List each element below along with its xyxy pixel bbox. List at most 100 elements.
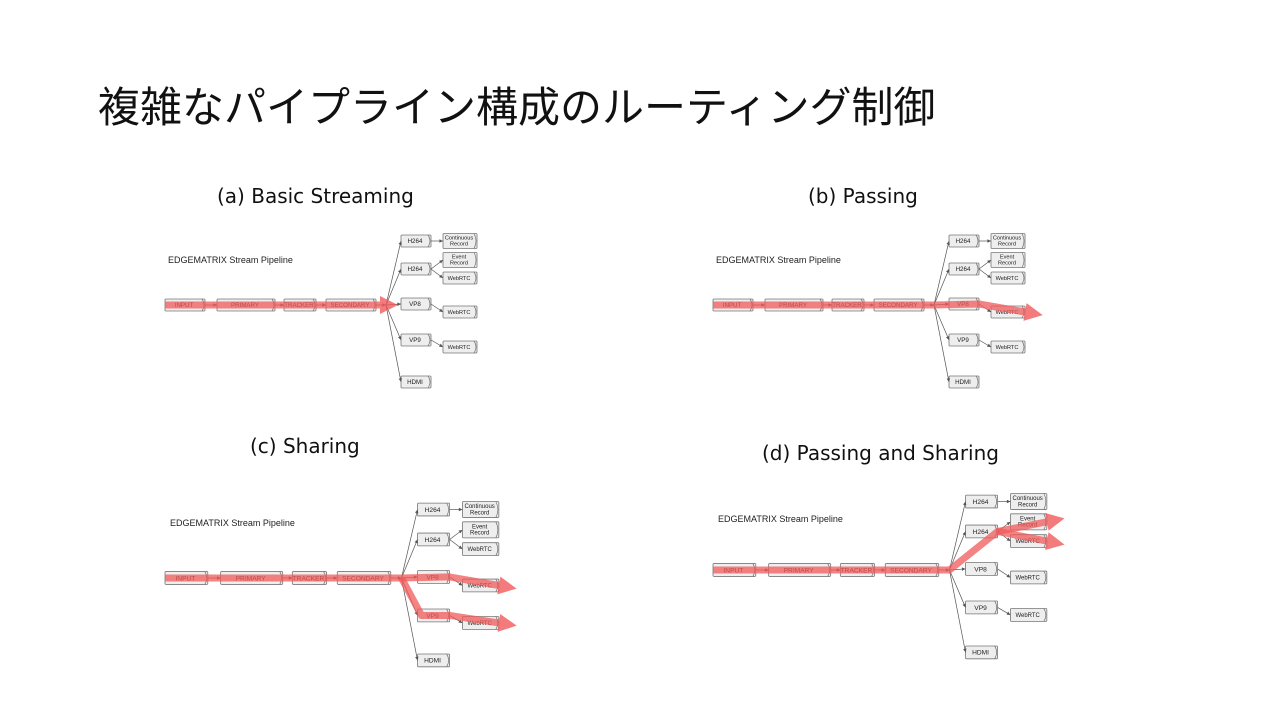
panel-d-edge-hub-vp9-node	[949, 569, 966, 608]
panel-a-continuous-record-node-label-2: Record	[450, 241, 468, 247]
panel-d-vp8-node: VP8	[965, 562, 999, 576]
panel-c-edge-vp9-node-webrtc-node-3-head	[458, 619, 463, 623]
panel-c-continuous-record-node-label-2: Record	[470, 510, 489, 516]
panel-d-edge-vp9-node-webrtc-node-3-head	[1006, 611, 1011, 615]
panel-a-edge-hub-h264-node-1-head	[398, 241, 402, 245]
panel-b-caption: (b) Passing	[808, 184, 918, 208]
panel-b-edge-hub-vp9-node	[933, 304, 950, 341]
panel-d-edge-hub-h264-node-1-head	[963, 501, 967, 506]
panel-d-edge-hub-vp9-node-head	[962, 603, 966, 608]
panel-c-edge-hub-h264-node-2	[401, 539, 418, 579]
panel-a-webrtc-node-1: WebRTC	[442, 271, 478, 285]
panel-c-webrtc-node-1-label: WebRTC	[467, 547, 492, 553]
panel-d-hdmi-node-label: HDMI	[972, 650, 989, 657]
panel-b-highlight-path-arrowhead	[1023, 303, 1043, 321]
panel-d-edge-h264-node-2-webrtc-node-1-head	[1006, 537, 1011, 542]
panel-a-edge-vp8-node-webrtc-node-2-head	[439, 308, 443, 312]
panel-b-pipeline-label: EDGEMATRIX Stream Pipeline	[716, 255, 841, 265]
panel-c-pipeline-label: EDGEMATRIX Stream Pipeline	[170, 518, 295, 528]
panel-d-edge-hub-hdmi-node	[949, 569, 966, 653]
panel-a-vp8-node-label: VP8	[409, 301, 421, 308]
panel-d-vp8-node-label: VP8	[974, 566, 987, 573]
panel-b-edge-hub-h264-node-1-head	[946, 241, 950, 245]
panel-a-event-record-node-label-1: Event	[452, 255, 467, 261]
panel-d-edge-hub-h264-node-2-head	[962, 531, 966, 536]
panel-b-edge-hub-h264-node-2	[933, 268, 950, 306]
panel-a-edge-hub-vp9-node	[385, 304, 402, 341]
panel-a-edge-h264-node-2-webrtc-node-1-head	[439, 274, 443, 278]
panel-c-highlight-path-vp8-arrowhead	[497, 576, 517, 595]
panel-b-edge-hub-hdmi-node	[933, 304, 950, 383]
panel-c-edge-hub-hdmi-node-head	[415, 656, 419, 661]
panel-b-edge-hub-hdmi-node-head	[946, 378, 951, 382]
panel-b-highlight-path	[713, 300, 1026, 316]
panel-a-event-record-node-label-2: Record	[450, 260, 468, 266]
panel-b-vp9-node-label: VP9	[957, 337, 969, 344]
panel-d-edge-hub-hdmi-node-head	[963, 648, 967, 653]
panel-c-highlight-path-vp9	[398, 576, 500, 627]
panel-c-continuous-record-node-label-1: Continuous	[465, 504, 495, 510]
panel-a-edge-hub-hdmi-node-head	[398, 378, 403, 382]
panel-d-vp9-node: VP9	[965, 600, 999, 615]
panel-d-event-record-node-label-1: Event	[1020, 516, 1036, 522]
panel-b-vp9-node: VP9	[948, 333, 980, 347]
panel-d-vp9-node-label: VP9	[974, 605, 987, 612]
panel-b-webrtc-node-1: WebRTC	[990, 271, 1026, 285]
panel-c-highlight-path-vp8	[165, 573, 500, 589]
panel-a-h264-node-2-label: H264	[408, 266, 423, 273]
panel-a-webrtc-node-2: WebRTC	[442, 305, 478, 319]
panel-c-highlight-path-vp9-arrowhead	[497, 614, 517, 632]
panel-a-edge-vp9-node-webrtc-node-3-head	[439, 343, 443, 347]
panel-b-edge-h264-node-2-event-record-node-head	[987, 260, 991, 264]
panel-d-highlight-path-webrtc	[996, 528, 1048, 545]
panel-c-edge-h264-node-1-continuous-record-node-head	[458, 507, 463, 512]
panel-b-edge-vp8-node-webrtc-node-2-head	[987, 308, 991, 312]
panel-d-h264-node-1-label: H264	[973, 499, 989, 506]
panel-d-edge-h264-node-1-continuous-record-node-head	[1006, 499, 1011, 504]
panel-d-pipeline-label: EDGEMATRIX Stream Pipeline	[718, 514, 843, 524]
panel-a-edge-hub-vp8-node-head	[397, 302, 401, 306]
panel-b-edge-hub-vp9-node-head	[945, 336, 950, 340]
panel-d-hdmi-node: HDMI	[965, 645, 999, 660]
panel-b-h264-node-1-label: H264	[956, 238, 971, 245]
panel-c-h264-node-1-label: H264	[425, 507, 441, 514]
panel-c-event-record-node-label-2: Record	[470, 531, 489, 537]
panel-b-edge-vp9-node-webrtc-node-3-head	[987, 343, 991, 347]
panel-a-webrtc-node-1-label: WebRTC	[448, 276, 471, 282]
panel-d-continuous-record-node-label-1: Continuous	[1013, 496, 1043, 502]
panel-c-h264-node-1: H264	[417, 502, 451, 517]
panel-b-webrtc-node-1-label: WebRTC	[996, 276, 1019, 282]
panel-a-edge-hub-vp9-node-head	[397, 336, 402, 340]
panel-a-vp9-node-label: VP9	[409, 337, 421, 344]
panel-d-webrtc-node-1-label: WebRTC	[1015, 539, 1040, 545]
panel-d-highlight-path-webrtc-arrowhead	[1045, 532, 1065, 550]
panel-a-edge-hub-hdmi-node	[385, 304, 402, 383]
panel-c-edge-hub-h264-node-1-head	[415, 509, 419, 514]
panel-a-edge-h264-node-2-event-record-node-head	[439, 260, 443, 264]
panel-b-event-record-node-label-1: Event	[1000, 255, 1015, 261]
panel-b-edge-h264-node-2-webrtc-node-1-head	[987, 274, 991, 278]
panel-b-webrtc-node-3: WebRTC	[990, 340, 1026, 354]
panel-b-hdmi-node: HDMI	[948, 375, 980, 389]
panel-d-edge-vp8-node-webrtc-node-2-head	[1006, 574, 1011, 578]
panel-c-webrtc-node-1: WebRTC	[462, 542, 500, 556]
panel-b-h264-node-1: H264	[948, 234, 980, 248]
panel-d-edge-h264-node-2-event-record-node-head	[1006, 521, 1011, 526]
panel-c-event-record-node-label-1: Event	[472, 524, 488, 530]
panel-a-h264-node-1: H264	[400, 234, 432, 248]
slide-title: 複雑なパイプライン構成のルーティング制御	[98, 83, 936, 132]
panel-a-hdmi-node: HDMI	[400, 375, 432, 389]
panel-c-edge-vp8-node-webrtc-node-2-head	[458, 582, 463, 586]
panel-c-hdmi-node: HDMI	[417, 653, 451, 668]
panel-b-edge-h264-node-1-continuous-record-node-head	[987, 239, 991, 243]
panel-a-h264-node-1-label: H264	[408, 238, 423, 245]
panel-b-continuous-record-node-label-1: Continuous	[993, 236, 1022, 242]
panel-a-edge-h264-node-1-continuous-record-node-head	[439, 239, 443, 243]
panel-b-h264-node-2: H264	[948, 262, 980, 276]
